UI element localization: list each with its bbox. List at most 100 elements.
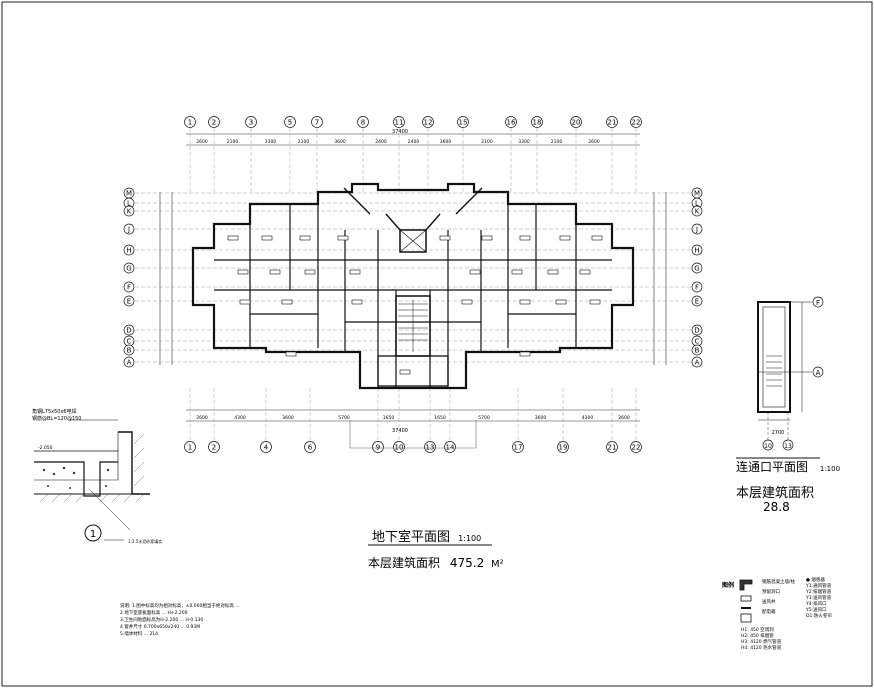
grid-bubble-top-21: 21 (606, 116, 618, 128)
svg-text:H: H (126, 247, 131, 255)
dim-top-3: 2100 (298, 139, 310, 145)
overall-dimension-bottom: 37400 (392, 428, 408, 434)
svg-text:11: 11 (395, 119, 404, 127)
grid-bubble-top-16: 16 (505, 116, 517, 128)
svg-text:B: B (695, 347, 700, 355)
svg-text:H: H (694, 247, 699, 255)
svg-text:21: 21 (608, 119, 617, 127)
room-tag (337, 235, 349, 241)
dim-top-1: 2100 (227, 139, 239, 145)
svg-text:4: 4 (264, 444, 269, 452)
connector-area-value: 28.8 (763, 500, 790, 514)
svg-text:2: 2 (212, 444, 216, 452)
grid-bubble-bottom-21: 21 (606, 441, 618, 453)
grid-bubble-right-A: A (691, 356, 703, 368)
note-line: 2.地下室底板面标高 ... H+2.200 (120, 611, 188, 616)
room-tag (399, 369, 411, 375)
grid-bubble-left-H: H (123, 244, 135, 256)
note-line: 4.窗井尺寸 0.700x650x240 ... 0.93M (120, 625, 201, 630)
grid-bubble-left-L: L (123, 197, 135, 209)
dim-top-4: 3600 (334, 139, 346, 145)
detail-callout-circle (84, 524, 102, 542)
svg-text:D: D (694, 327, 699, 335)
svg-text:17: 17 (514, 444, 523, 452)
svg-text:19: 19 (559, 444, 568, 452)
connector-grid-f: F (816, 299, 820, 307)
grid-bubble-top-8: 8 (357, 116, 369, 128)
grid-bubble-left-M: M (123, 187, 135, 199)
legend-code: H3: 4120 燃气管道 (741, 640, 782, 645)
svg-text:B: B (127, 347, 132, 355)
grid-bubble-right-J: J (691, 223, 703, 235)
svg-text:1: 1 (188, 444, 192, 452)
svg-text:15: 15 (459, 119, 468, 127)
svg-text:6: 6 (308, 444, 313, 452)
grid-bubble-right-M: M (691, 187, 703, 199)
grid-bubble-left-B: B (123, 344, 135, 356)
legend-items: 钢筋混凝土墙/柱预留洞口送风井配电箱 (762, 578, 795, 618)
room-tag (579, 269, 591, 275)
svg-text:J: J (695, 226, 698, 234)
grid-bubble-bottom-4: 4 (260, 441, 272, 453)
room-tag (589, 299, 601, 305)
grid-bubble-bottom-22: 22 (630, 441, 642, 453)
room-tag (519, 299, 531, 305)
grid-bubble-bottom-14: 14 (444, 441, 456, 453)
room-tag (469, 269, 481, 275)
grid-bubble-top-15: 15 (457, 116, 469, 128)
dim-top-2: 3300 (265, 139, 277, 145)
svg-text:16: 16 (507, 119, 516, 127)
overall-dimension-top: 37400 (392, 129, 408, 135)
grid-bubble-bottom-9: 9 (372, 441, 384, 453)
room-tag (227, 235, 239, 241)
connector-grid-10: 10 (764, 443, 772, 450)
legend-code: H4: 4120 热水管道 (741, 646, 782, 651)
svg-text:C: C (127, 338, 132, 346)
legend-right-item: D1:防火卷帘 (806, 614, 832, 619)
svg-text:L: L (695, 200, 699, 208)
dim-top-8: 2100 (481, 139, 493, 145)
room-tag (349, 269, 361, 275)
legend-right-item: Y3:送风管道 (806, 596, 832, 601)
grid-bubble-bottom-2: 2 (208, 441, 220, 453)
detail-number: 1 (90, 529, 96, 540)
svg-text:J: J (127, 226, 130, 234)
svg-text:L: L (127, 200, 131, 208)
room-tag (351, 299, 363, 305)
svg-text:M: M (694, 190, 700, 198)
legend-symbols (739, 579, 753, 623)
svg-text:C: C (695, 338, 700, 346)
grid-bubble-bottom-17: 17 (512, 441, 524, 453)
svg-text:22: 22 (632, 119, 641, 127)
room-tag (547, 269, 559, 275)
grid-bubble-left-J: J (123, 223, 135, 235)
svg-text:K: K (695, 208, 700, 216)
grid-bubble-top-2: 2 (208, 116, 220, 128)
connector-grid-13: 13 (784, 443, 792, 450)
legend-code: H2: 450 排烟管 (741, 634, 774, 639)
grid-bubble-bottom-19: 19 (557, 441, 569, 453)
grid-bubble-left-G: G (123, 262, 135, 274)
svg-text:22: 22 (632, 444, 641, 452)
connector-grid-a: A (816, 369, 821, 377)
main-title-text: 地下室平面图 (372, 530, 451, 545)
grid-bubble-right-D: D (691, 324, 703, 336)
dim-bottom-8: 4300 (582, 415, 594, 421)
svg-text:A: A (695, 359, 700, 367)
basement-plan (191, 182, 635, 449)
grid-bubble-right-H: H (691, 244, 703, 256)
connector-dim-bottom: 2700 (772, 430, 785, 436)
svg-text:D: D (126, 327, 131, 335)
grid-bubble-left-C: C (123, 335, 135, 347)
grid-bubble-right-E: E (691, 295, 703, 307)
main-area-unit: M² (491, 559, 504, 570)
svg-text:K: K (127, 208, 132, 216)
legend-right-item: Y4:排风口 (806, 602, 827, 607)
grid-bubble-bottom-6: 6 (304, 441, 316, 453)
